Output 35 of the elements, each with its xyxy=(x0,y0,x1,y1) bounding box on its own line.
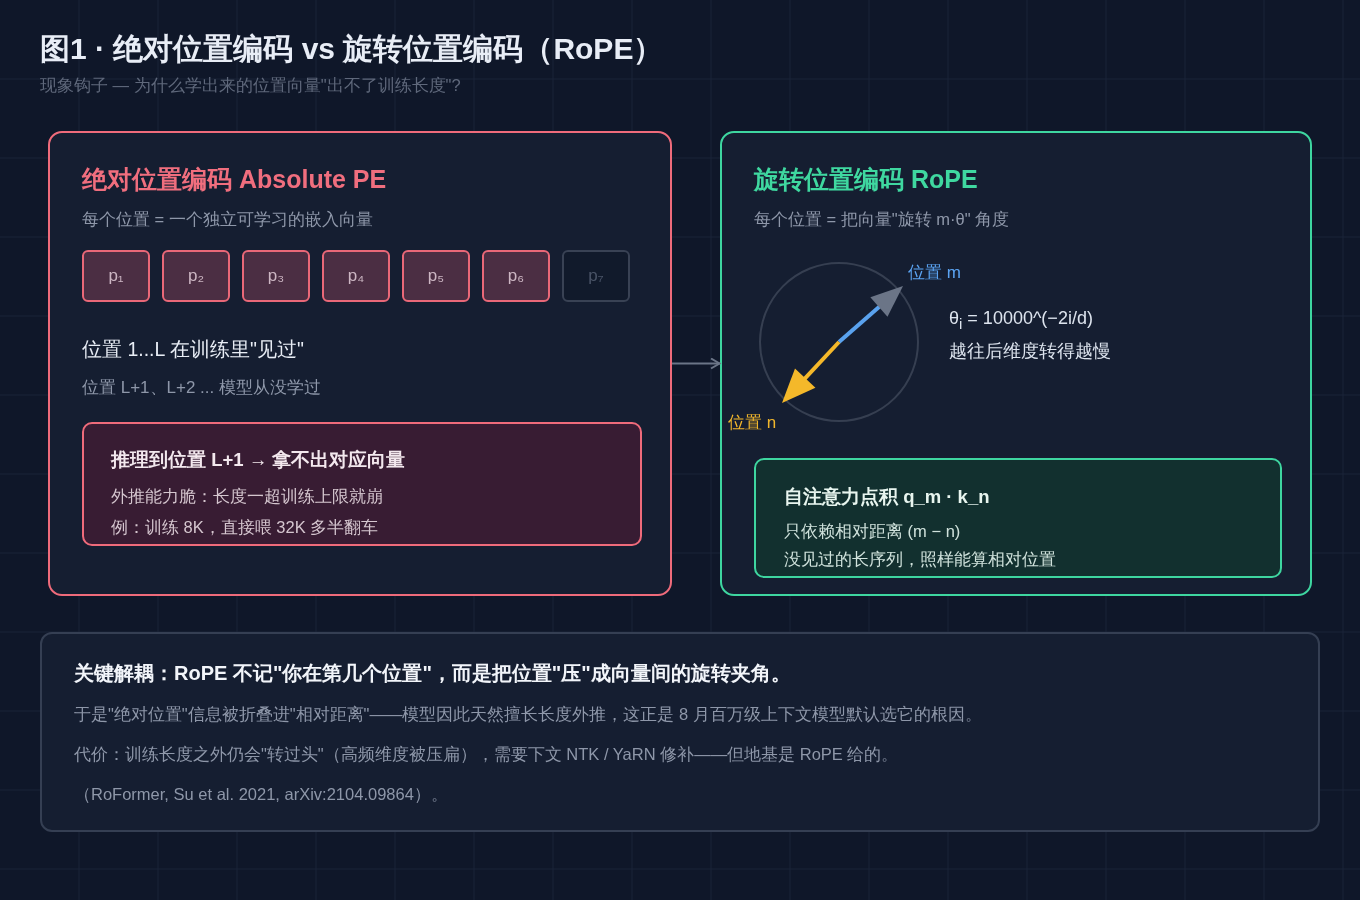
embedding-slot: p₇ xyxy=(562,250,630,302)
embedding-slot: p₆ xyxy=(482,250,550,302)
formula-text: θ$_{i}$ = 10000^(−2i/d) xyxy=(949,308,1093,333)
callout-text: 外推能力脆：长度一超训练上限就崩 xyxy=(111,487,383,507)
callout-heading: 自注意力点积 q_m · k_n xyxy=(784,486,990,509)
summary-text: （RoFormer, Su et al. 2021, arXiv:2104.09864）。 xyxy=(74,785,448,805)
panel-subtitle: 每个位置 = 把向量"旋转 m·θ" 角度 xyxy=(754,210,1010,230)
embedding-slot: p₁ xyxy=(82,250,150,302)
callout-card xyxy=(754,458,1282,578)
vector-label: 位置 n xyxy=(728,413,777,434)
arrow xyxy=(671,357,721,370)
summary-text: 代价：训练长度之外仍会"转过头"（高频维度被压扁），需要下文 NTK / YaRN 修补——但地基是 RoPE 给的。 xyxy=(74,745,899,765)
statement-text: 位置 1...L 在训练里"见过" xyxy=(82,338,304,362)
panel-heading: 旋转位置编码 RoPE xyxy=(754,164,978,194)
callout-heading: 推理到位置 L+1 → 拿不出对应向量 xyxy=(111,449,406,472)
panel-subtitle: 每个位置 = 一个独立可学习的嵌入向量 xyxy=(82,210,373,230)
summary-panel xyxy=(40,632,1320,832)
comparison-panel xyxy=(48,131,672,596)
embedding-slot: p₅ xyxy=(402,250,470,302)
note-text: 位置 L+1、L+2 ... 模型从没学过 xyxy=(82,378,321,399)
embedding-slot: p₄ xyxy=(322,250,390,302)
panel-heading: 绝对位置编码 Absolute PE xyxy=(82,164,387,194)
comparison-panel xyxy=(720,131,1312,596)
summary-text: 于是"绝对位置"信息被折叠进"相对距离"——模型因此天然擅长长度外推，这正是 8 月百万级上下文模型默认选它的根因。 xyxy=(74,705,982,725)
callout-text: 只依赖相对距离 (m − n) xyxy=(784,522,961,542)
subtitle: 现象钩子 — 为什么学出来的位置向量"出不了训练长度"? xyxy=(40,76,461,96)
embedding-slot: p₃ xyxy=(242,250,310,302)
callout-text: 没见过的长序列，照样能算相对位置 xyxy=(784,550,1056,570)
summary-heading: 关键解耦：RoPE 不记"你在第几个位置"，而是把位置"压"成向量间的旋转夹角。 xyxy=(74,661,791,685)
note-text: 越往后维度转得越慢 xyxy=(949,341,1111,362)
vector-label: 位置 m xyxy=(908,263,961,284)
callout-card xyxy=(82,422,642,546)
title: 图1 · 绝对位置编码 vs 旋转位置编码（RoPE） xyxy=(40,31,664,67)
callout-text: 例：训练 8K，直接喂 32K 多半翻车 xyxy=(111,518,379,538)
embedding-slot: p₂ xyxy=(162,250,230,302)
